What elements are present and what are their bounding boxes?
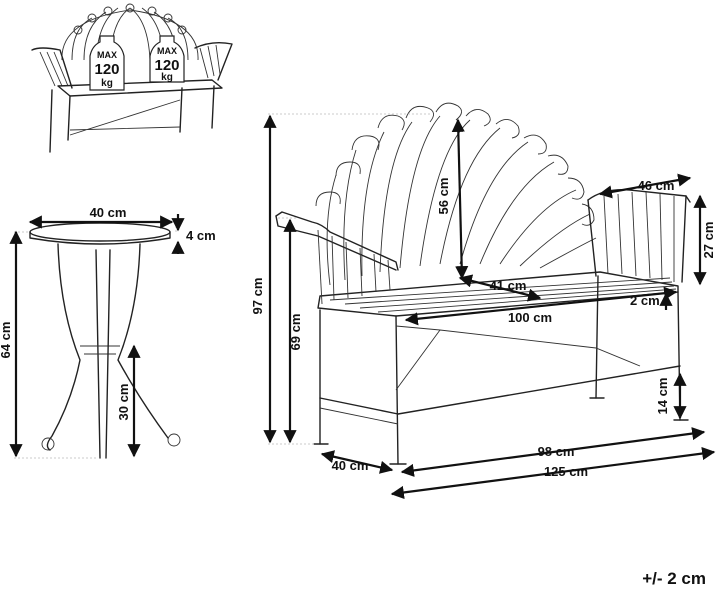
svg-text:120: 120 (94, 61, 119, 78)
label-back-height: 56 cm (436, 178, 451, 215)
svg-text:120: 120 (154, 57, 179, 74)
label-depth: 40 cm (332, 458, 369, 473)
label-table-lower-height: 30 cm (116, 384, 131, 421)
label-seat-width: 100 cm (508, 310, 552, 325)
dimension-lines (9, 113, 716, 500)
label-leg-span: 98 cm (538, 444, 575, 459)
side-table (29, 222, 181, 459)
tolerance-note: +/- 2 cm (642, 569, 706, 588)
svg-text:kg: kg (101, 78, 113, 89)
label-table-height: 64 cm (0, 322, 13, 359)
svg-text:MAX: MAX (97, 50, 117, 60)
label-total-width: 125 cm (544, 464, 588, 479)
label-arm-rest-height: 27 cm (701, 222, 716, 259)
main-bench (275, 102, 691, 465)
label-slat: 2 cm (630, 293, 660, 308)
label-arm-length: 46 cm (638, 178, 675, 193)
label-seat-depth: 41 cm (490, 278, 527, 293)
weight-badge-1: MAX 120 kg (89, 35, 125, 91)
weight-badge-2: MAX 120 kg (149, 35, 185, 83)
dimension-labels: 40 cm 4 cm 64 cm 30 cm 97 cm 69 cm 56 cm… (0, 178, 716, 479)
svg-text:kg: kg (161, 72, 173, 83)
label-total-height: 97 cm (250, 278, 265, 315)
label-table-thickness: 4 cm (186, 228, 216, 243)
label-table-diameter: 40 cm (90, 205, 127, 220)
label-arm-height: 69 cm (288, 314, 303, 351)
svg-text:MAX: MAX (157, 46, 177, 56)
label-foot-clearance: 14 cm (655, 378, 670, 415)
thumbnail-bench: MAX 120 kg MAX 120 kg (31, 3, 233, 153)
